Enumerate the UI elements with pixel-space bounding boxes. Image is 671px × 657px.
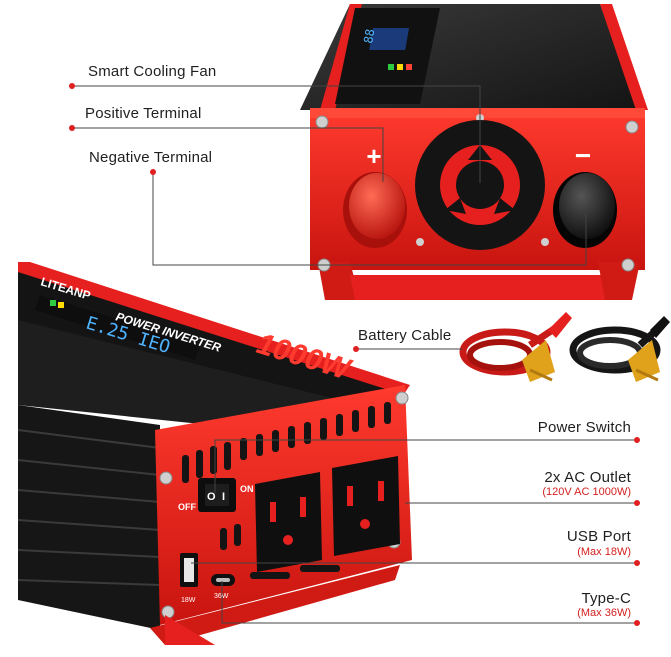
power-switch[interactable]: O I xyxy=(198,478,236,512)
negative-terminal: − xyxy=(553,140,617,248)
switch-o-mark: O xyxy=(207,491,216,503)
label-smart-cooling-fan: Smart Cooling Fan xyxy=(88,63,217,80)
switch-i-mark: I xyxy=(222,491,225,503)
label-battery-cable: Battery Cable xyxy=(358,327,452,344)
callout-lines xyxy=(72,85,637,624)
side-fins xyxy=(17,405,161,630)
label-usb-port: USB Port xyxy=(566,528,631,545)
label-ac-outlet-spec: (120V AC 1000W) xyxy=(542,486,631,498)
label-type-c: Type-C xyxy=(581,590,631,607)
switch-on-label: ON xyxy=(240,484,254,494)
top-inverter: 88 + xyxy=(300,4,648,300)
usb-watt-tag: 18W xyxy=(181,597,196,604)
switch-off-label: OFF xyxy=(178,502,196,512)
label-ac-outlet: 2x AC Outlet xyxy=(544,469,631,486)
label-negative-terminal: Negative Terminal xyxy=(89,149,213,166)
bottom-inverter: E.25 IEO LITEANP POWER INVERTER 1000W xyxy=(17,262,412,645)
battery-cables xyxy=(459,312,670,382)
positive-terminal: + xyxy=(343,141,407,248)
callout-dots xyxy=(69,83,640,626)
black-clamp xyxy=(628,316,670,382)
plus-symbol: + xyxy=(366,141,381,171)
minus-symbol: − xyxy=(575,140,591,171)
cooling-fan xyxy=(415,120,545,250)
typec-watt-tag: 36W xyxy=(214,593,229,600)
label-type-c-spec: (Max 36W) xyxy=(577,607,631,619)
top-display-panel: 88 xyxy=(335,8,440,104)
ac-outlet-1[interactable] xyxy=(255,472,322,572)
label-positive-terminal: Positive Terminal xyxy=(85,105,202,122)
typec-port[interactable] xyxy=(211,574,235,586)
vents xyxy=(182,402,391,579)
red-clamp xyxy=(522,312,572,382)
usb-port[interactable] xyxy=(180,553,198,587)
label-usb-spec: (Max 18W) xyxy=(577,546,631,558)
ac-outlet-2[interactable] xyxy=(332,456,400,556)
svg-text:88: 88 xyxy=(361,28,377,45)
label-power-switch: Power Switch xyxy=(537,419,631,436)
